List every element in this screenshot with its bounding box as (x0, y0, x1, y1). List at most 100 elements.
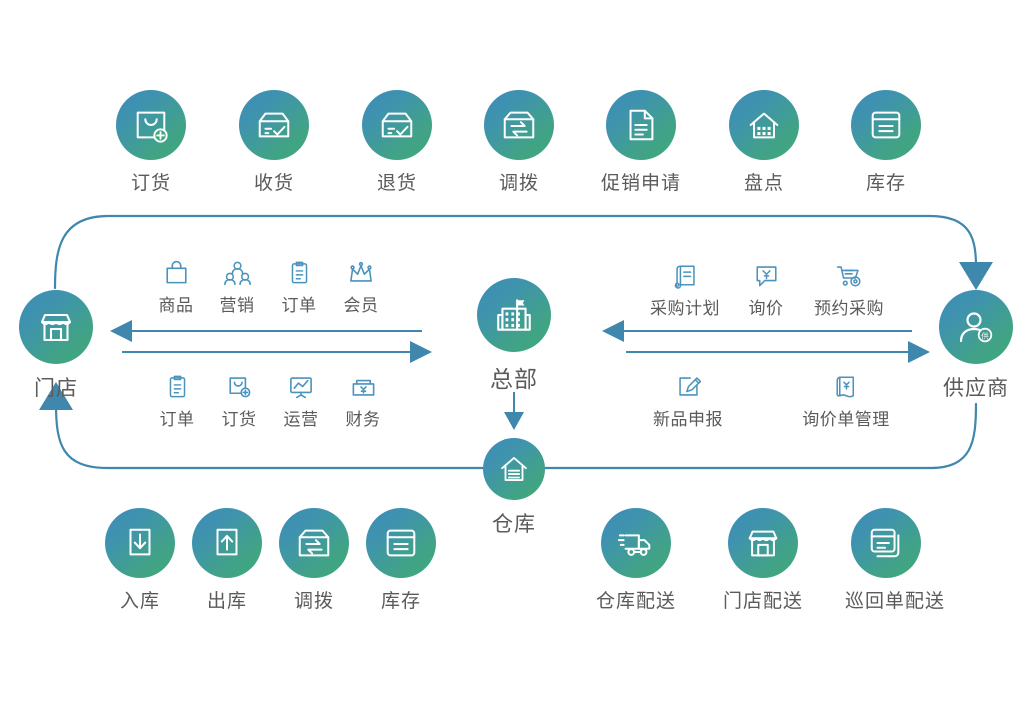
mini-store-hq-up-1[interactable]: 营销 (206, 252, 268, 316)
new-product-edit-icon (643, 366, 733, 400)
mini-hq-sup-low-1-label: 询价单管理 (802, 410, 890, 429)
clipboard-icon (146, 366, 208, 400)
mini-store-hq-up-3[interactable]: 会员 (330, 252, 392, 316)
node-bl-3[interactable]: 库存 (360, 508, 442, 613)
node-bl-0[interactable]: 入库 (99, 508, 181, 613)
node-top-3-label: 调拨 (498, 173, 539, 194)
node-br-0-label: 仓库配送 (595, 591, 676, 612)
delivery-truck-icon (601, 508, 671, 578)
node-top-1-label: 收货 (253, 173, 294, 194)
finance-yen-icon (332, 366, 394, 400)
mini-store-hq-up-1-label: 营销 (219, 296, 255, 315)
node-warehouse-label: 仓库 (492, 513, 536, 536)
node-hq-label: 总部 (490, 366, 538, 392)
mini-hq-sup-up-1[interactable]: 询价 (736, 255, 796, 319)
mini-store-hq-low-1[interactable]: 订货 (208, 366, 270, 430)
box-list-icon (851, 90, 921, 160)
node-top-2-label: 退货 (376, 173, 417, 194)
mini-hq-sup-up-1-label: 询价 (748, 299, 784, 318)
node-bl-1-label: 出库 (206, 591, 247, 612)
node-supplier[interactable]: 供 供应商 (930, 290, 1022, 402)
node-top-0[interactable]: 订货 (110, 90, 192, 195)
mini-store-hq-low-3-label: 财务 (345, 410, 381, 429)
mini-store-hq-low-0[interactable]: 订单 (146, 366, 208, 430)
node-br-1-label: 门店配送 (722, 591, 803, 612)
node-top-6[interactable]: 库存 (845, 90, 927, 195)
crown-icon (330, 252, 392, 286)
arrowhead-hq-left (602, 320, 624, 342)
svg-text:供: 供 (981, 330, 989, 340)
arrowhead-hq-right (410, 341, 432, 363)
scheduled-purchase-icon (802, 255, 896, 289)
node-warehouse[interactable]: 仓库 (475, 438, 553, 538)
mini-store-hq-low-0-label: 订单 (159, 410, 195, 429)
box-transfer-icon (484, 90, 554, 160)
node-store[interactable]: 门店 (10, 290, 102, 402)
node-bl-1[interactable]: 出库 (186, 508, 268, 613)
box-check-icon (239, 90, 309, 160)
node-bl-3-label: 库存 (380, 591, 421, 612)
mini-store-hq-up-3-label: 会员 (343, 296, 379, 315)
mini-hq-sup-up-2[interactable]: 预约采购 (802, 255, 896, 319)
node-br-2[interactable]: 巡回单配送 (845, 508, 946, 613)
node-top-2[interactable]: 退货 (356, 90, 438, 195)
mini-store-hq-up-2-label: 订单 (281, 296, 317, 315)
arrowhead-store-left (110, 320, 132, 342)
node-bl-2-label: 调拨 (293, 591, 334, 612)
mini-store-hq-low-3[interactable]: 财务 (332, 366, 394, 430)
node-top-4-label: 促销申请 (600, 173, 681, 194)
arrow-up-out-icon (192, 508, 262, 578)
node-top-5[interactable]: 盘点 (723, 90, 805, 195)
box-transfer-icon (279, 508, 349, 578)
mini-store-hq-up-2[interactable]: 订单 (268, 252, 330, 316)
mini-store-hq-low-2-label: 运营 (283, 410, 319, 429)
marketing-people-icon (206, 252, 268, 286)
documents-stack-icon (851, 508, 921, 578)
arrowhead-to-warehouse (504, 412, 524, 430)
inquiry-form-manage-icon (790, 366, 902, 400)
node-top-0-label: 订货 (130, 173, 171, 194)
clipboard-icon (268, 252, 330, 286)
order-bag-plus-icon (208, 366, 270, 400)
warehouse-count-icon (729, 90, 799, 160)
node-hq[interactable]: 总部 (468, 278, 560, 394)
mini-hq-sup-up-0[interactable]: 采购计划 (640, 255, 730, 319)
mini-store-hq-up-0-label: 商品 (158, 296, 194, 315)
document-lines-icon (606, 90, 676, 160)
mini-hq-sup-low-1[interactable]: 询价单管理 (790, 366, 902, 430)
chart-board-icon (270, 366, 332, 400)
node-top-6-label: 库存 (865, 173, 906, 194)
price-inquiry-icon (736, 255, 796, 289)
node-supplier-label: 供应商 (943, 377, 1009, 400)
node-top-5-label: 盘点 (743, 173, 784, 194)
office-building-icon (477, 278, 551, 352)
box-check-return-icon (362, 90, 432, 160)
shopping-bag-icon (145, 252, 207, 286)
node-store-label: 门店 (34, 377, 78, 400)
node-br-0[interactable]: 仓库配送 (595, 508, 677, 613)
node-br-2-label: 巡回单配送 (845, 591, 946, 612)
box-list-icon (366, 508, 436, 578)
node-bl-2[interactable]: 调拨 (273, 508, 355, 613)
node-top-4[interactable]: 促销申请 (600, 90, 682, 195)
mini-store-hq-up-0[interactable]: 商品 (145, 252, 207, 316)
mini-store-hq-low-1-label: 订货 (221, 410, 257, 429)
mini-hq-sup-low-0[interactable]: 新品申报 (643, 366, 733, 430)
supplier-person-icon: 供 (939, 290, 1013, 364)
storefront-icon (728, 508, 798, 578)
warehouse-icon (483, 438, 545, 500)
arrow-down-in-icon (105, 508, 175, 578)
node-top-1[interactable]: 收货 (233, 90, 315, 195)
order-bag-plus-icon (116, 90, 186, 160)
mini-hq-sup-up-0-label: 采购计划 (650, 299, 720, 318)
mini-hq-sup-low-0-label: 新品申报 (653, 410, 723, 429)
arrowhead-to-store (39, 382, 73, 410)
storefront-icon (19, 290, 93, 364)
node-top-3[interactable]: 调拨 (478, 90, 560, 195)
arrowhead-to-supplier (959, 262, 993, 290)
mini-store-hq-low-2[interactable]: 运营 (270, 366, 332, 430)
node-br-1[interactable]: 门店配送 (722, 508, 804, 613)
purchase-plan-icon (640, 255, 730, 289)
